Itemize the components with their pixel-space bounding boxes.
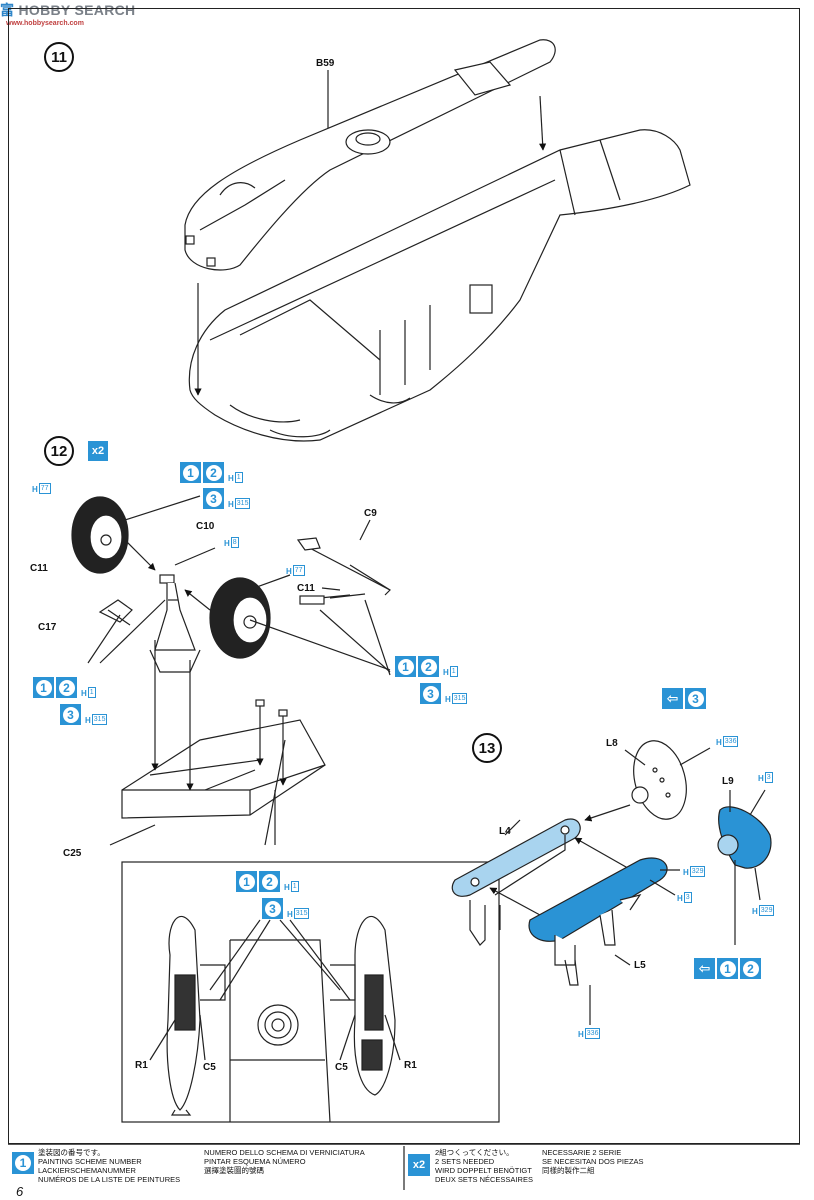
part-label-l9: L9	[722, 776, 734, 787]
step-11-number: 11	[44, 42, 74, 72]
scheme-3-badge: 3	[262, 898, 283, 919]
part-label-l8: L8	[606, 738, 618, 749]
scheme-2-badge: 2	[418, 656, 439, 677]
inset-gear-left	[166, 915, 226, 1116]
part-label-c5-left: C5	[203, 1062, 216, 1073]
arrow-to-icon: ⇦	[662, 688, 683, 709]
main-fuselage	[188, 129, 691, 442]
part-label-c10: C10	[196, 521, 215, 532]
legend-x2-left: 2組つくってください。 2 SETS NEEDED WIRD DOPPELT B…	[435, 1148, 533, 1184]
watermark-url: www.hobbysearch.com	[6, 20, 84, 27]
scheme-2-badge: 2	[259, 871, 280, 892]
part-label-c11-right: C11	[297, 583, 315, 594]
scheme-block-l8: ⇦ 3	[662, 688, 706, 709]
watermark-brand: HOBBY SEARCH	[18, 2, 136, 18]
watermark: 富 HOBBY SEARCH	[0, 0, 135, 20]
scheme-1-badge: 1	[236, 871, 257, 892]
gear-bay-c25	[121, 719, 326, 819]
part-label-c5-right: C5	[335, 1062, 348, 1073]
part-label-r1-right: R1	[404, 1060, 417, 1071]
scheme-3-badge: 3	[420, 683, 441, 704]
scheme-2-badge: 2	[56, 677, 77, 698]
step-12-number: 12	[44, 436, 74, 466]
legend-scheme-left: 塗装図の番号です。 PAINTING SCHEME NUMBER LACKIER…	[38, 1148, 181, 1184]
part-label-l4: L4	[499, 826, 511, 837]
scheme-block-l9: ⇦ 1 2	[694, 958, 761, 979]
part-l9	[717, 806, 772, 869]
scheme-1-badge: 1	[395, 656, 416, 677]
legend-x2-right: NECESSARIE 2 SERIE SE NECESITAN DOS PIEZ…	[542, 1148, 644, 1175]
wheel-c11-right	[209, 577, 271, 659]
part-label-c11-left: C11	[30, 563, 48, 574]
part-label-c17: C17	[38, 622, 57, 633]
scheme-3-badge: 3	[685, 688, 706, 709]
step-12-multiplier: x2	[88, 441, 108, 461]
scheme-3-badge: 3	[203, 488, 224, 509]
axle-c9	[296, 537, 391, 605]
arrow-to-icon: ⇦	[694, 958, 715, 979]
tank-l5	[528, 857, 668, 986]
part-label-b59: B59	[316, 58, 335, 69]
scheme-1-badge: 1	[180, 462, 201, 483]
scheme-1-badge: 1	[717, 958, 738, 979]
page-number: 6	[16, 1184, 24, 1199]
part-label-r1-left: R1	[135, 1060, 148, 1071]
legend-scheme-right: NUMERO DELLO SCHEMA DI VERNICIATURA PINT…	[204, 1148, 365, 1175]
part-l8	[631, 740, 687, 820]
scheme-1-badge: 1	[33, 677, 54, 698]
scheme-3-badge: 3	[60, 704, 81, 725]
legend-scheme-badge: 1	[12, 1152, 34, 1174]
scheme-2-badge: 2	[203, 462, 224, 483]
wheel-c11-left	[71, 496, 129, 574]
watermark-logo: 富	[0, 2, 15, 18]
part-label-c9: C9	[364, 508, 377, 519]
legend-x2-badge: x2	[408, 1154, 430, 1176]
upper-fuselage-b59	[184, 39, 556, 271]
strut-c10	[149, 574, 201, 673]
scheme-2-badge: 2	[740, 958, 761, 979]
part-label-c25: C25	[63, 848, 82, 859]
inset-bay-center	[229, 939, 331, 1123]
step-13-number: 13	[472, 733, 502, 763]
part-label-l5: L5	[634, 960, 646, 971]
inset-gear-right	[330, 915, 396, 1096]
